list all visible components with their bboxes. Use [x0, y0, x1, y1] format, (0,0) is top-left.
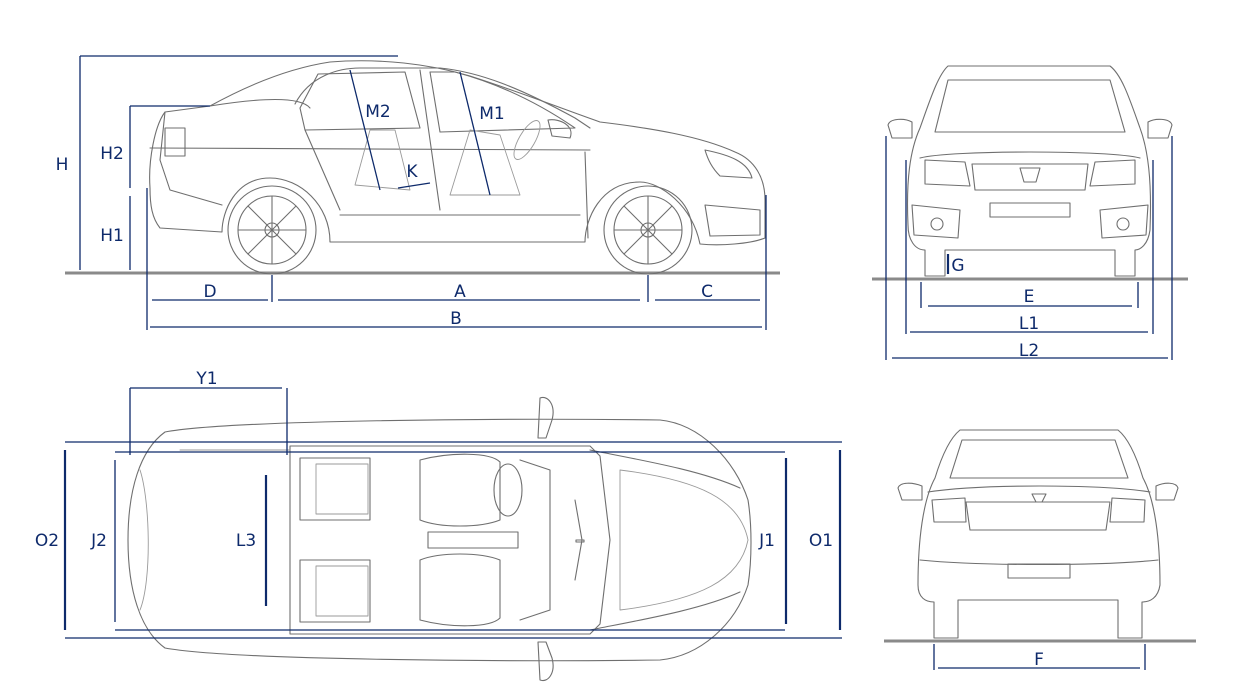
rear-view: F: [884, 429, 1196, 670]
label-E: E: [1024, 287, 1035, 307]
label-H: H: [56, 155, 69, 175]
label-D: D: [203, 282, 216, 302]
rear-car-outline: [897, 429, 1179, 639]
side-car-outline: [149, 60, 766, 246]
label-J1: J1: [758, 531, 775, 551]
label-L2: L2: [1019, 341, 1039, 361]
front-view: G E L1 L2: [872, 65, 1188, 361]
label-M1: M1: [479, 104, 504, 124]
top-dimensions: [63, 387, 842, 639]
front-car-outline: [887, 65, 1173, 277]
label-H1: H1: [100, 226, 124, 246]
label-A: A: [454, 282, 466, 302]
label-F: F: [1034, 650, 1044, 670]
side-front-wheel: [603, 185, 693, 275]
side-rear-wheel: [227, 185, 317, 275]
label-K: K: [406, 162, 418, 182]
top-car-outline: [127, 396, 752, 682]
top-view: Y1 O2 J2 L3 J1 O1: [35, 369, 842, 682]
label-H2: H2: [100, 144, 124, 164]
label-L3: L3: [236, 531, 256, 551]
label-M2: M2: [365, 102, 390, 122]
rear-dimensions: [933, 644, 1146, 670]
side-dimensions: [79, 55, 767, 330]
label-B: B: [450, 309, 462, 329]
label-O1: O1: [809, 531, 833, 551]
label-O2: O2: [35, 531, 59, 551]
label-G: G: [951, 256, 964, 276]
label-L1: L1: [1019, 314, 1039, 334]
label-J2: J2: [90, 531, 107, 551]
side-view: H H2 H1 M2 M1 K D A C B: [56, 55, 780, 330]
label-C: C: [701, 282, 713, 302]
front-dimensions: [885, 136, 1173, 360]
label-Y1: Y1: [195, 369, 217, 389]
